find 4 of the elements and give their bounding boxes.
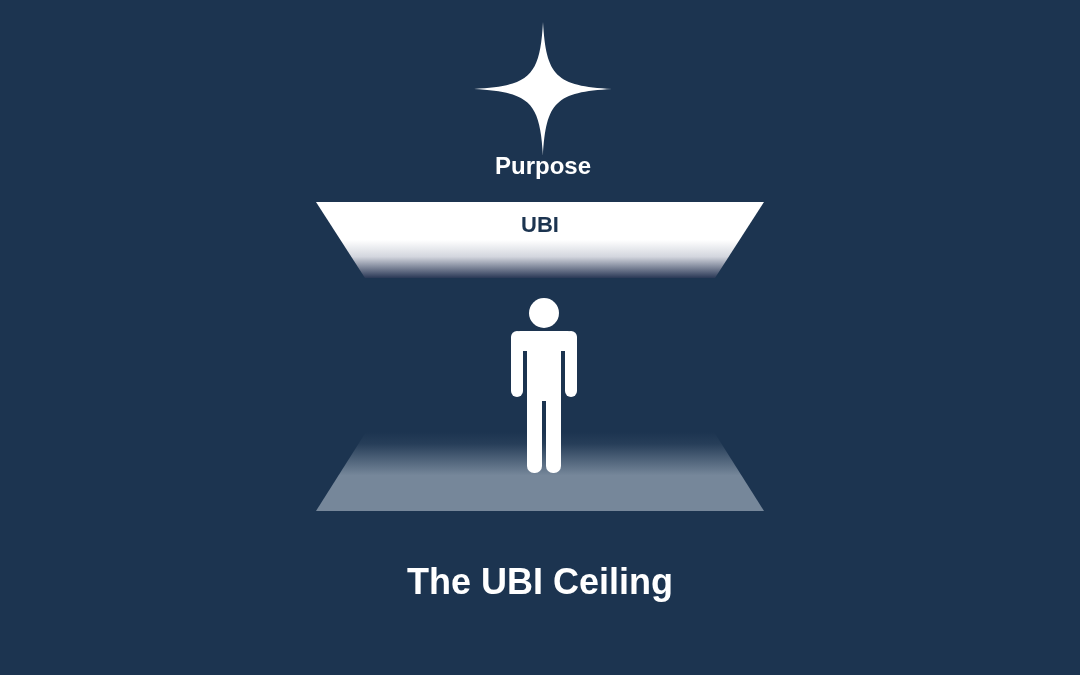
trapezoid-label: UBI bbox=[521, 212, 559, 239]
ceiling-trapezoid bbox=[316, 202, 764, 278]
star-label: Purpose bbox=[495, 152, 591, 181]
diagram-title: The UBI Ceiling bbox=[407, 560, 673, 604]
